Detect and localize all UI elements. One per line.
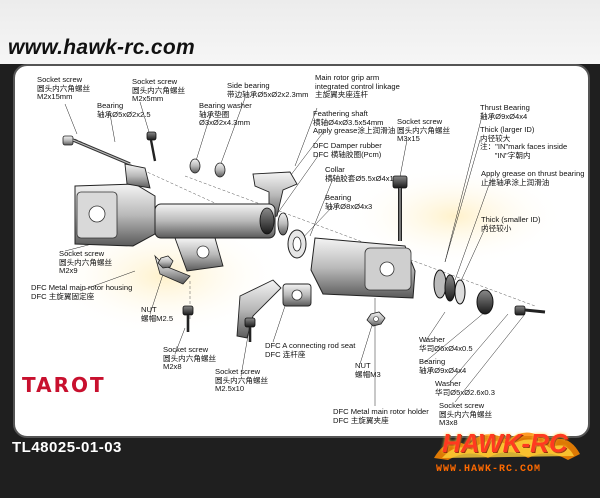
nut-m3 xyxy=(366,311,386,327)
label-socket-screw-m2-5x10: Socket screw 圆头内六角螺丝 M2.5x10 xyxy=(215,367,269,394)
label-nut-m3: NUT 螺帽M3 xyxy=(355,361,381,379)
label-thick-larger-id: Thick (larger ID) 内径较大 注："IN"mark faces … xyxy=(480,125,568,160)
diagram-frame: Socket screw 圆头内六角螺丝 M2x15mm Socket scre… xyxy=(13,64,590,438)
dfc-metal-main-rotor-holder xyxy=(310,237,416,299)
label-main-rotor-grip-arm: Main rotor grip arm integrated control l… xyxy=(315,73,400,100)
label-thrust-bearing: Thrust Bearing 轴承Ø9xØ4x4 xyxy=(480,103,530,121)
hawk-rc-logo: HAWK-RC WWW.HAWK-RC.COM xyxy=(428,424,588,484)
socket-screw-m3x15 xyxy=(392,175,408,241)
label-socket-screw-m2x5: Socket screw 圆头内六角螺丝 M2x5mm xyxy=(132,77,186,104)
label-side-bearing: Side bearing 带边轴承Ø5xØ2x2.3mm xyxy=(227,81,309,99)
label-bearing-washer: Bearing washer 轴承垫圈 Ø3xØ2x4.3mm xyxy=(199,101,252,128)
label-socket-screw-m2x9: Socket screw 圆头内六角螺丝 M2x9 xyxy=(59,249,113,276)
label-feathering-shaft: Feathering shaft 横轴Ø4xØ3.5x54mm Apply gr… xyxy=(313,109,396,136)
socket-screw-m2x8 xyxy=(182,305,194,332)
hawk-rc-logo-url: WWW.HAWK-RC.COM xyxy=(436,464,542,475)
label-bearing-8x4x3: Bearing 轴承Ø8xØ4x3 xyxy=(325,193,373,211)
dfc-metal-main-rotor-housing xyxy=(74,163,156,247)
socket-screw-m2x15 xyxy=(62,135,131,166)
label-dfc-metal-main-rotor-housing: DFC Metal main rotor housing DFC 主旋翼固定座 xyxy=(31,283,133,301)
label-thick-smaller-id: Thick (smaller ID) 内径较小 xyxy=(481,215,541,233)
label-dfc-damper-rubber: DFC Damper rubber DFC 横轴胶圈(Pcm) xyxy=(313,141,382,159)
side-bearing xyxy=(189,158,226,178)
label-socket-screw-m2x8: Socket screw 圆头内六角螺丝 M2x8 xyxy=(163,345,217,372)
site-url: www.hawk-rc.com xyxy=(8,36,195,59)
exploded-view-drawing xyxy=(45,97,565,406)
label-washer-5x2-6x0-3: Washer 华司Ø5xØ2.6x0.3 xyxy=(435,379,495,397)
label-collar: Collar 横轴胶套Ø5.5xØ4x1 xyxy=(325,165,394,183)
label-socket-screw-m2x15: Socket screw 圆头内六角螺丝 M2x15mm xyxy=(37,75,91,102)
nut-m2-5 xyxy=(157,255,174,269)
main-rotor-grip-arm xyxy=(252,171,298,219)
label-apply-grease-thrust-bearing: Apply grease on thrust bearing 止推轴承涂上润滑油 xyxy=(481,169,585,187)
label-socket-screw-m3x15: Socket screw 圆头内六角螺丝 M3x15 xyxy=(397,117,451,144)
part-code: TL48025-01-03 xyxy=(12,439,122,456)
header-band xyxy=(0,0,600,64)
tarot-logo: TAROT xyxy=(22,373,106,397)
label-bearing-9x4x4: Bearing 轴承Ø9xØ4x4 xyxy=(419,357,467,375)
label-nut-m2-5: NUT 螺帽M2.5 xyxy=(141,305,174,323)
hawk-rc-logo-text: HAWK-RC xyxy=(442,428,568,458)
label-washer-6x4x0-5: Washer 华司Ø6xØ4x0.5 xyxy=(419,335,473,353)
label-bearing-5x2x2-5: Bearing 轴承Ø5xØ2x2.5 xyxy=(97,101,151,119)
flame-icon xyxy=(434,432,580,460)
bearing-ring xyxy=(287,229,307,259)
label-dfc-metal-main-rotor-holder: DFC Metal main rotor holder DFC 主旋翼夹座 xyxy=(333,407,429,425)
thrust-bearing-stack xyxy=(433,269,546,316)
dfc-connecting-rod-seat xyxy=(282,283,312,307)
label-dfc-connecting-rod-seat: DFC A connecting rod seat DFC 连杆座 xyxy=(265,341,356,359)
label-socket-screw-m3x8: Socket screw 圆头内六角螺丝 M3x8 xyxy=(439,401,493,428)
socket-screw-m2x5 xyxy=(146,131,157,162)
central-hub xyxy=(154,203,289,272)
socket-screw-m2-5x10 xyxy=(244,317,256,342)
